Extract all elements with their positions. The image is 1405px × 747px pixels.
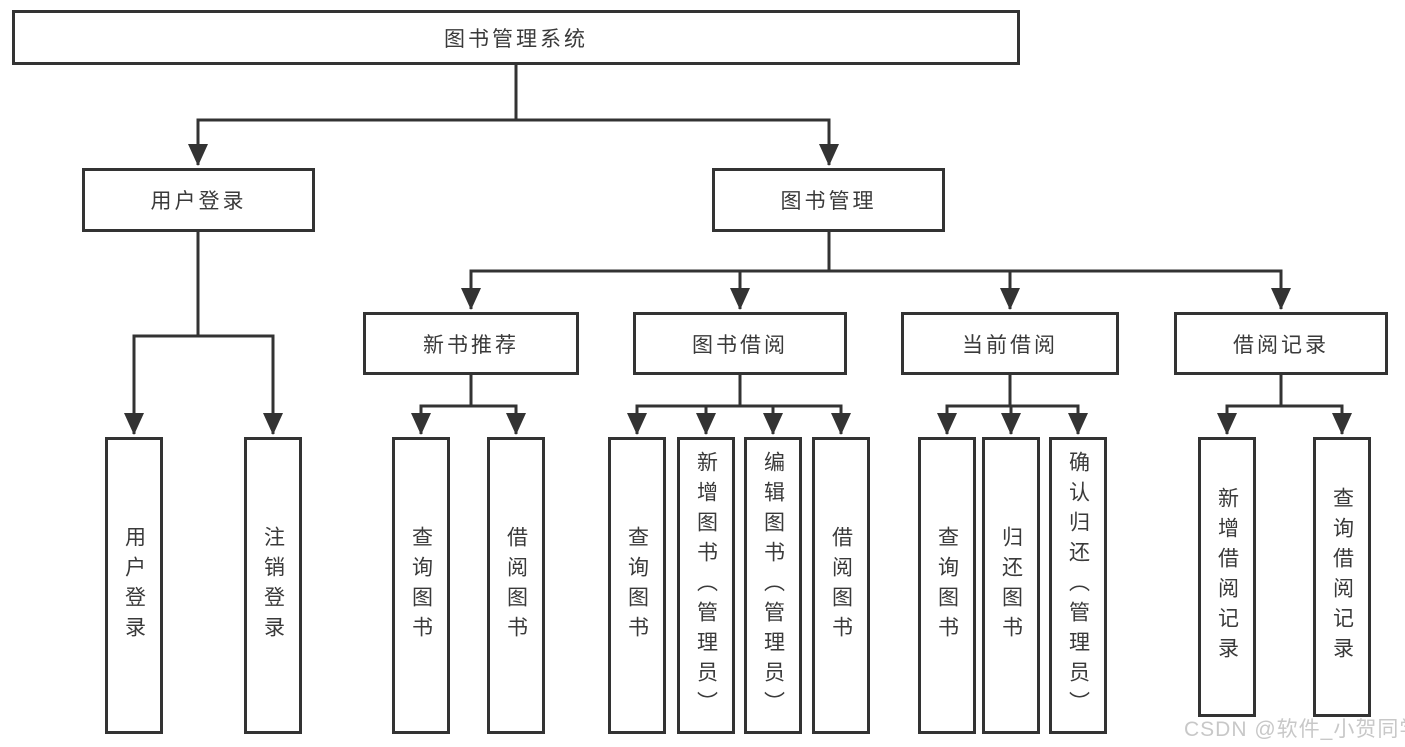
leaf-confirm-return-admin: 确认归还（管理员）	[1049, 437, 1107, 734]
node-user-login: 用户登录	[82, 168, 315, 232]
leaf-confirm-return-admin-label: 确认归还（管理员）	[1066, 450, 1090, 721]
node-book-management-label: 图书管理	[780, 190, 877, 213]
node-new-book-recommend-label: 新书推荐	[423, 333, 519, 357]
leaf-add-books-admin-label: 新增图书（管理员）	[694, 450, 718, 721]
node-borrow-records: 借阅记录	[1174, 312, 1388, 375]
leaf-return-books: 归还图书	[982, 437, 1040, 734]
leaf-user-login-label: 用户登录	[122, 525, 146, 646]
leaf-logout-login: 注销登录	[244, 437, 302, 734]
leaf-logout-login-label: 注销登录	[261, 525, 285, 646]
leaf-query-borrow-record-label: 查询借阅记录	[1330, 487, 1354, 667]
node-book-management: 图书管理	[712, 168, 945, 232]
leaf-return-books-label: 归还图书	[999, 525, 1023, 646]
leaf-add-borrow-record: 新增借阅记录	[1198, 437, 1256, 717]
node-current-borrow-label: 当前借阅	[962, 333, 1058, 357]
node-borrow-records-label: 借阅记录	[1233, 333, 1329, 357]
node-root: 图书管理系统	[12, 10, 1020, 65]
leaf-query-books-borrow-label: 查询图书	[625, 525, 649, 646]
leaf-user-login: 用户登录	[105, 437, 163, 734]
node-current-borrow: 当前借阅	[901, 312, 1119, 375]
leaf-query-books-newbooks: 查询图书	[392, 437, 450, 734]
leaf-query-borrow-record: 查询借阅记录	[1313, 437, 1371, 717]
node-root-label: 图书管理系统	[444, 27, 588, 51]
leaf-add-books-admin: 新增图书（管理员）	[677, 437, 735, 734]
leaf-query-books-current: 查询图书	[918, 437, 976, 734]
node-book-borrow: 图书借阅	[633, 312, 847, 375]
csdn-watermark: CSDN @软件_小贺同学	[1184, 718, 1405, 741]
leaf-query-books-newbooks-label: 查询图书	[409, 525, 433, 646]
leaf-borrow-books-borrow: 借阅图书	[812, 437, 870, 734]
leaf-query-books-borrow: 查询图书	[608, 437, 666, 734]
leaf-add-borrow-record-label: 新增借阅记录	[1215, 487, 1239, 667]
leaf-edit-books-admin: 编辑图书（管理员）	[744, 437, 802, 734]
leaf-query-books-current-label: 查询图书	[935, 525, 959, 646]
node-user-login-label: 用户登录	[150, 190, 247, 213]
leaf-edit-books-admin-label: 编辑图书（管理员）	[761, 450, 785, 721]
node-book-borrow-label: 图书借阅	[692, 333, 788, 357]
leaf-borrow-books-newbooks: 借阅图书	[487, 437, 545, 734]
leaf-borrow-books-newbooks-label: 借阅图书	[504, 525, 528, 646]
node-new-book-recommend: 新书推荐	[363, 312, 579, 375]
leaf-borrow-books-borrow-label: 借阅图书	[829, 525, 853, 646]
